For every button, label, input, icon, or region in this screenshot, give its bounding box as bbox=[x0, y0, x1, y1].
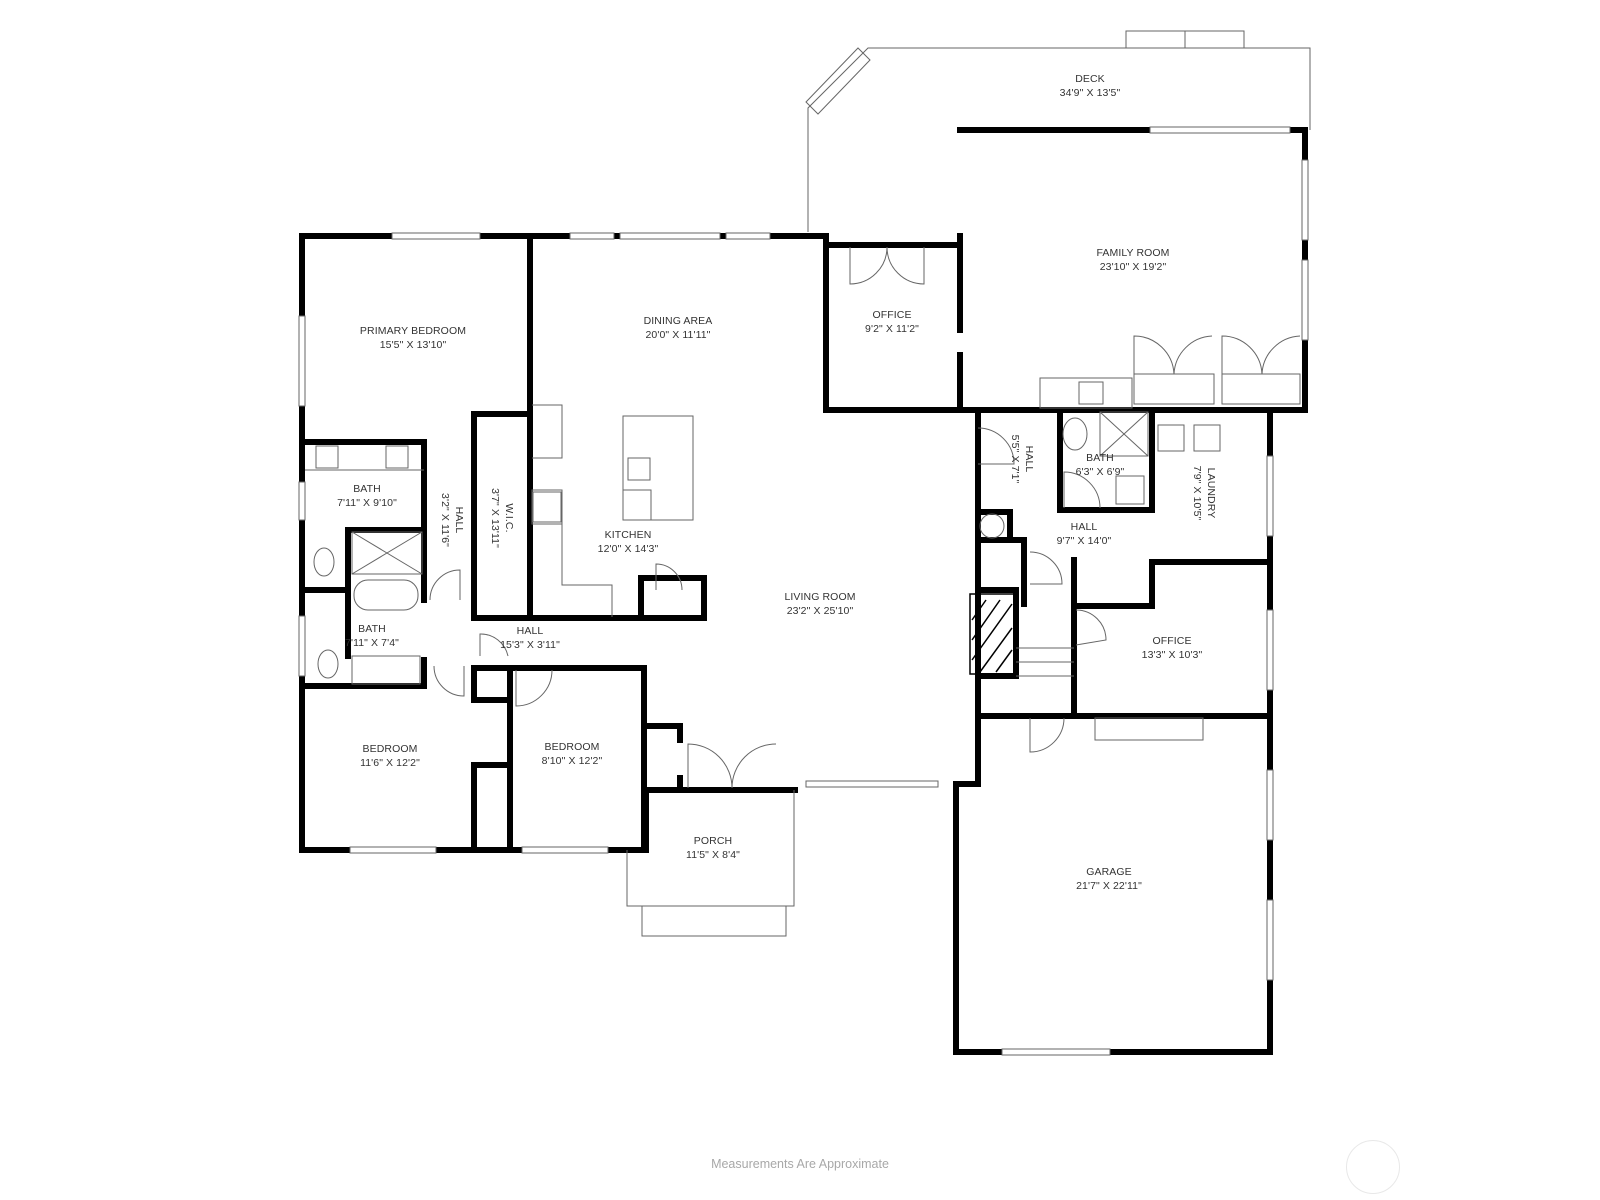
room-dims: 7'9" X 10'5" bbox=[1191, 465, 1203, 521]
room-dims: 3'7" X 13'11" bbox=[489, 488, 501, 548]
measurements-note: Measurements Are Approximate bbox=[711, 1157, 889, 1171]
room-label-primary-bedroom: PRIMARY BEDROOM 15'5" X 13'10" bbox=[360, 324, 466, 352]
room-name: PORCH bbox=[693, 835, 733, 847]
room-name: DINING AREA bbox=[643, 315, 713, 327]
room-name: KITCHEN bbox=[604, 529, 652, 541]
room-name: BEDROOM bbox=[544, 741, 600, 753]
room-label-deck: DECK 34'9" X 13'5" bbox=[1060, 72, 1121, 100]
room-dims: 20'0" X 11'11" bbox=[645, 329, 711, 341]
room-label-hall-east-small: HALL 5'5" X 7'1" bbox=[1008, 435, 1036, 484]
room-label-porch: PORCH 11'5" X 8'4" bbox=[686, 834, 740, 862]
room-dims: 6'3" X 6'9" bbox=[1075, 466, 1125, 478]
room-name: BEDROOM bbox=[362, 743, 418, 755]
room-dims: 9'2" X 11'2" bbox=[865, 323, 919, 335]
room-dims: 15'3" X 3'11" bbox=[500, 639, 560, 651]
room-label-bath-3: BATH 6'3" X 6'9" bbox=[1076, 451, 1125, 479]
room-label-primary-bath: BATH 7'11" X 9'10" bbox=[337, 482, 397, 510]
deck-outline bbox=[805, 30, 1311, 232]
room-dims: 23'10" X 19'2" bbox=[1099, 261, 1167, 273]
room-dims: 9'7" X 14'0" bbox=[1056, 535, 1112, 547]
room-label-family-room: FAMILY ROOM 23'10" X 19'2" bbox=[1096, 246, 1169, 274]
room-name: BATH bbox=[1086, 452, 1114, 464]
room-label-garage: GARAGE 21'7" X 22'11" bbox=[1076, 865, 1142, 893]
compass-icon bbox=[1346, 1140, 1400, 1194]
room-dims: 5'5" X 7'1" bbox=[1009, 434, 1021, 484]
room-dims: 3'2" X 11'6" bbox=[439, 493, 451, 547]
room-name: LIVING ROOM bbox=[784, 591, 856, 603]
room-label-living-room: LIVING ROOM 23'2" X 25'10" bbox=[784, 590, 855, 618]
room-dims: 7'11" X 7'4" bbox=[345, 637, 399, 649]
room-name: OFFICE bbox=[1152, 635, 1192, 647]
room-label-bedroom-1: BEDROOM 11'6" X 12'2" bbox=[360, 742, 420, 770]
room-dims: 12'0" X 14'3" bbox=[597, 543, 659, 555]
room-dims: 21'7" X 22'11" bbox=[1076, 880, 1142, 892]
room-dims: 7'11" X 9'10" bbox=[337, 497, 397, 509]
room-label-office-north: OFFICE 9'2" X 11'2" bbox=[865, 308, 919, 336]
room-label-bedroom-2: BEDROOM 8'10" X 12'2" bbox=[542, 740, 603, 768]
room-label-hall-main: HALL 15'3" X 3'11" bbox=[500, 624, 560, 652]
room-dims: 15'5" X 13'10" bbox=[379, 339, 447, 351]
room-name: DECK bbox=[1075, 73, 1105, 85]
room-dims: 13'3" X 10'3" bbox=[1141, 649, 1203, 661]
room-name: HALL bbox=[1023, 445, 1035, 473]
windows bbox=[298, 126, 1309, 1056]
room-name: HALL bbox=[453, 506, 465, 534]
fireplace bbox=[969, 593, 1015, 675]
room-label-hall-east: HALL 9'7" X 14'0" bbox=[1057, 520, 1112, 548]
room-label-wic: W.I.C. 3'7" X 13'11" bbox=[488, 488, 516, 548]
room-label-kitchen: KITCHEN 12'0" X 14'3" bbox=[598, 528, 659, 556]
room-dims: 34'9" X 13'5" bbox=[1059, 87, 1121, 99]
room-label-dining-area: DINING AREA 20'0" X 11'11" bbox=[644, 314, 713, 342]
room-dims: 23'2" X 25'10" bbox=[786, 605, 854, 617]
room-label-hall-primary: HALL 3'2" X 11'6" bbox=[438, 493, 466, 547]
fixtures bbox=[305, 246, 1301, 937]
room-label-bath-2: BATH 7'11" X 7'4" bbox=[345, 622, 399, 650]
room-name: HALL bbox=[516, 625, 544, 637]
room-name: FAMILY ROOM bbox=[1096, 247, 1170, 259]
room-name: HALL bbox=[1070, 521, 1098, 533]
room-dims: 11'5" X 8'4" bbox=[686, 849, 740, 861]
room-dims: 8'10" X 12'2" bbox=[541, 755, 603, 767]
room-label-office-east: OFFICE 13'3" X 10'3" bbox=[1142, 634, 1203, 662]
room-dims: 11'6" X 12'2" bbox=[360, 757, 420, 769]
room-name: W.I.C. bbox=[503, 503, 515, 533]
room-name: PRIMARY BEDROOM bbox=[359, 325, 467, 337]
room-name: GARAGE bbox=[1086, 866, 1132, 878]
room-name: LAUNDRY bbox=[1205, 467, 1217, 519]
room-label-laundry: LAUNDRY 7'9" X 10'5" bbox=[1190, 466, 1218, 521]
room-name: BATH bbox=[353, 483, 381, 495]
room-name: OFFICE bbox=[872, 309, 912, 321]
room-name: BATH bbox=[358, 623, 386, 635]
